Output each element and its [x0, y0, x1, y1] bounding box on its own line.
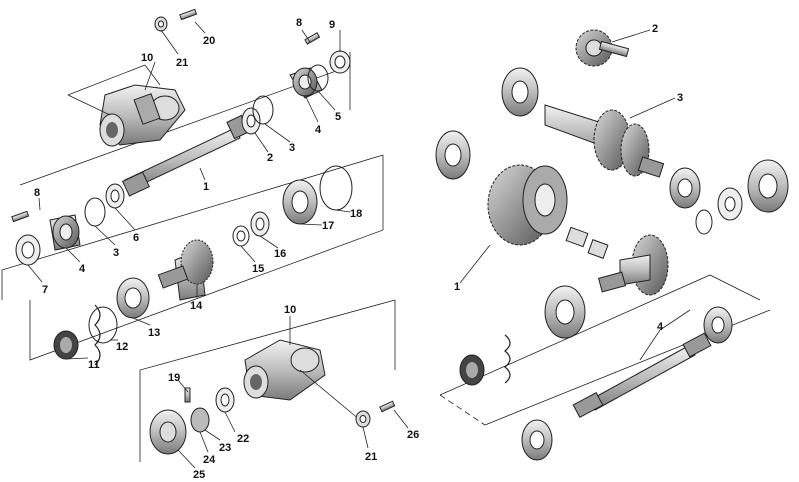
callout-20: 20 — [203, 35, 215, 47]
callout-11: 11 — [88, 359, 100, 371]
bearing-group-15-18 — [232, 165, 353, 247]
bearing-housing-4-upper — [289, 32, 351, 99]
callout-16: 16 — [274, 248, 286, 260]
callout-25: 25 — [193, 469, 205, 481]
callout-right-3: 3 — [677, 92, 683, 104]
leader-lines — [27, 21, 691, 469]
bearing-right-top — [501, 67, 539, 117]
callout-8-lower: 8 — [34, 187, 40, 199]
callout-14: 14 — [190, 300, 203, 312]
callout-10: 10 — [141, 52, 153, 64]
callout-5: 5 — [335, 111, 341, 123]
callout-right-1: 1 — [454, 281, 460, 293]
callout-13: 13 — [148, 327, 160, 339]
callout-15: 15 — [252, 263, 264, 275]
spring-collar-right — [459, 334, 511, 386]
drive-shaft-4-right — [521, 306, 733, 461]
u-joint-lower — [243, 339, 361, 421]
callout-7: 7 — [42, 284, 48, 296]
gear-2-right — [575, 29, 630, 67]
callout-12: 12 — [116, 341, 128, 353]
u-joint-upper — [67, 64, 186, 147]
bearings-right-row — [669, 159, 789, 235]
callout-2: 2 — [267, 152, 273, 164]
callout-21: 21 — [176, 57, 188, 69]
callout-4-lower: 4 — [79, 263, 86, 275]
callout-23: 23 — [219, 442, 231, 454]
callout-6: 6 — [133, 232, 139, 244]
end-cap-group-19-26 — [149, 387, 396, 455]
bearing-right-left — [435, 130, 471, 180]
bearing-right-mid — [544, 285, 586, 339]
callout-labels: 20 21 10 8 9 5 4 3 2 1 8 6 3 4 7 18 17 1… — [34, 17, 683, 481]
callout-26: 26 — [407, 429, 419, 441]
bolt-20 — [154, 8, 198, 32]
callout-9: 9 — [329, 19, 335, 31]
seal-2-3 — [241, 95, 274, 135]
callout-24: 24 — [203, 454, 216, 466]
callout-18: 18 — [350, 208, 362, 220]
callout-1: 1 — [203, 181, 209, 193]
callout-3-lower: 3 — [113, 247, 119, 259]
callout-10-lower: 10 — [284, 304, 296, 316]
callout-21-lower: 21 — [365, 451, 377, 463]
callout-19: 19 — [168, 372, 180, 384]
bevel-pinion-right — [597, 234, 669, 296]
bevel-pinion-14 — [157, 239, 214, 301]
callout-right-4: 4 — [657, 321, 664, 333]
countershaft-3 — [544, 104, 665, 178]
bearing-housing-4-lower — [11, 183, 125, 266]
callout-22: 22 — [237, 433, 249, 445]
spring-collar-11-13 — [53, 277, 150, 366]
callout-17: 17 — [322, 220, 334, 232]
callout-4: 4 — [315, 124, 322, 136]
callout-right-2: 2 — [652, 23, 658, 35]
ring-gear-1 — [487, 164, 609, 259]
callout-8: 8 — [296, 17, 302, 29]
left-frame-lines — [1, 52, 396, 462]
callout-3: 3 — [289, 142, 295, 154]
